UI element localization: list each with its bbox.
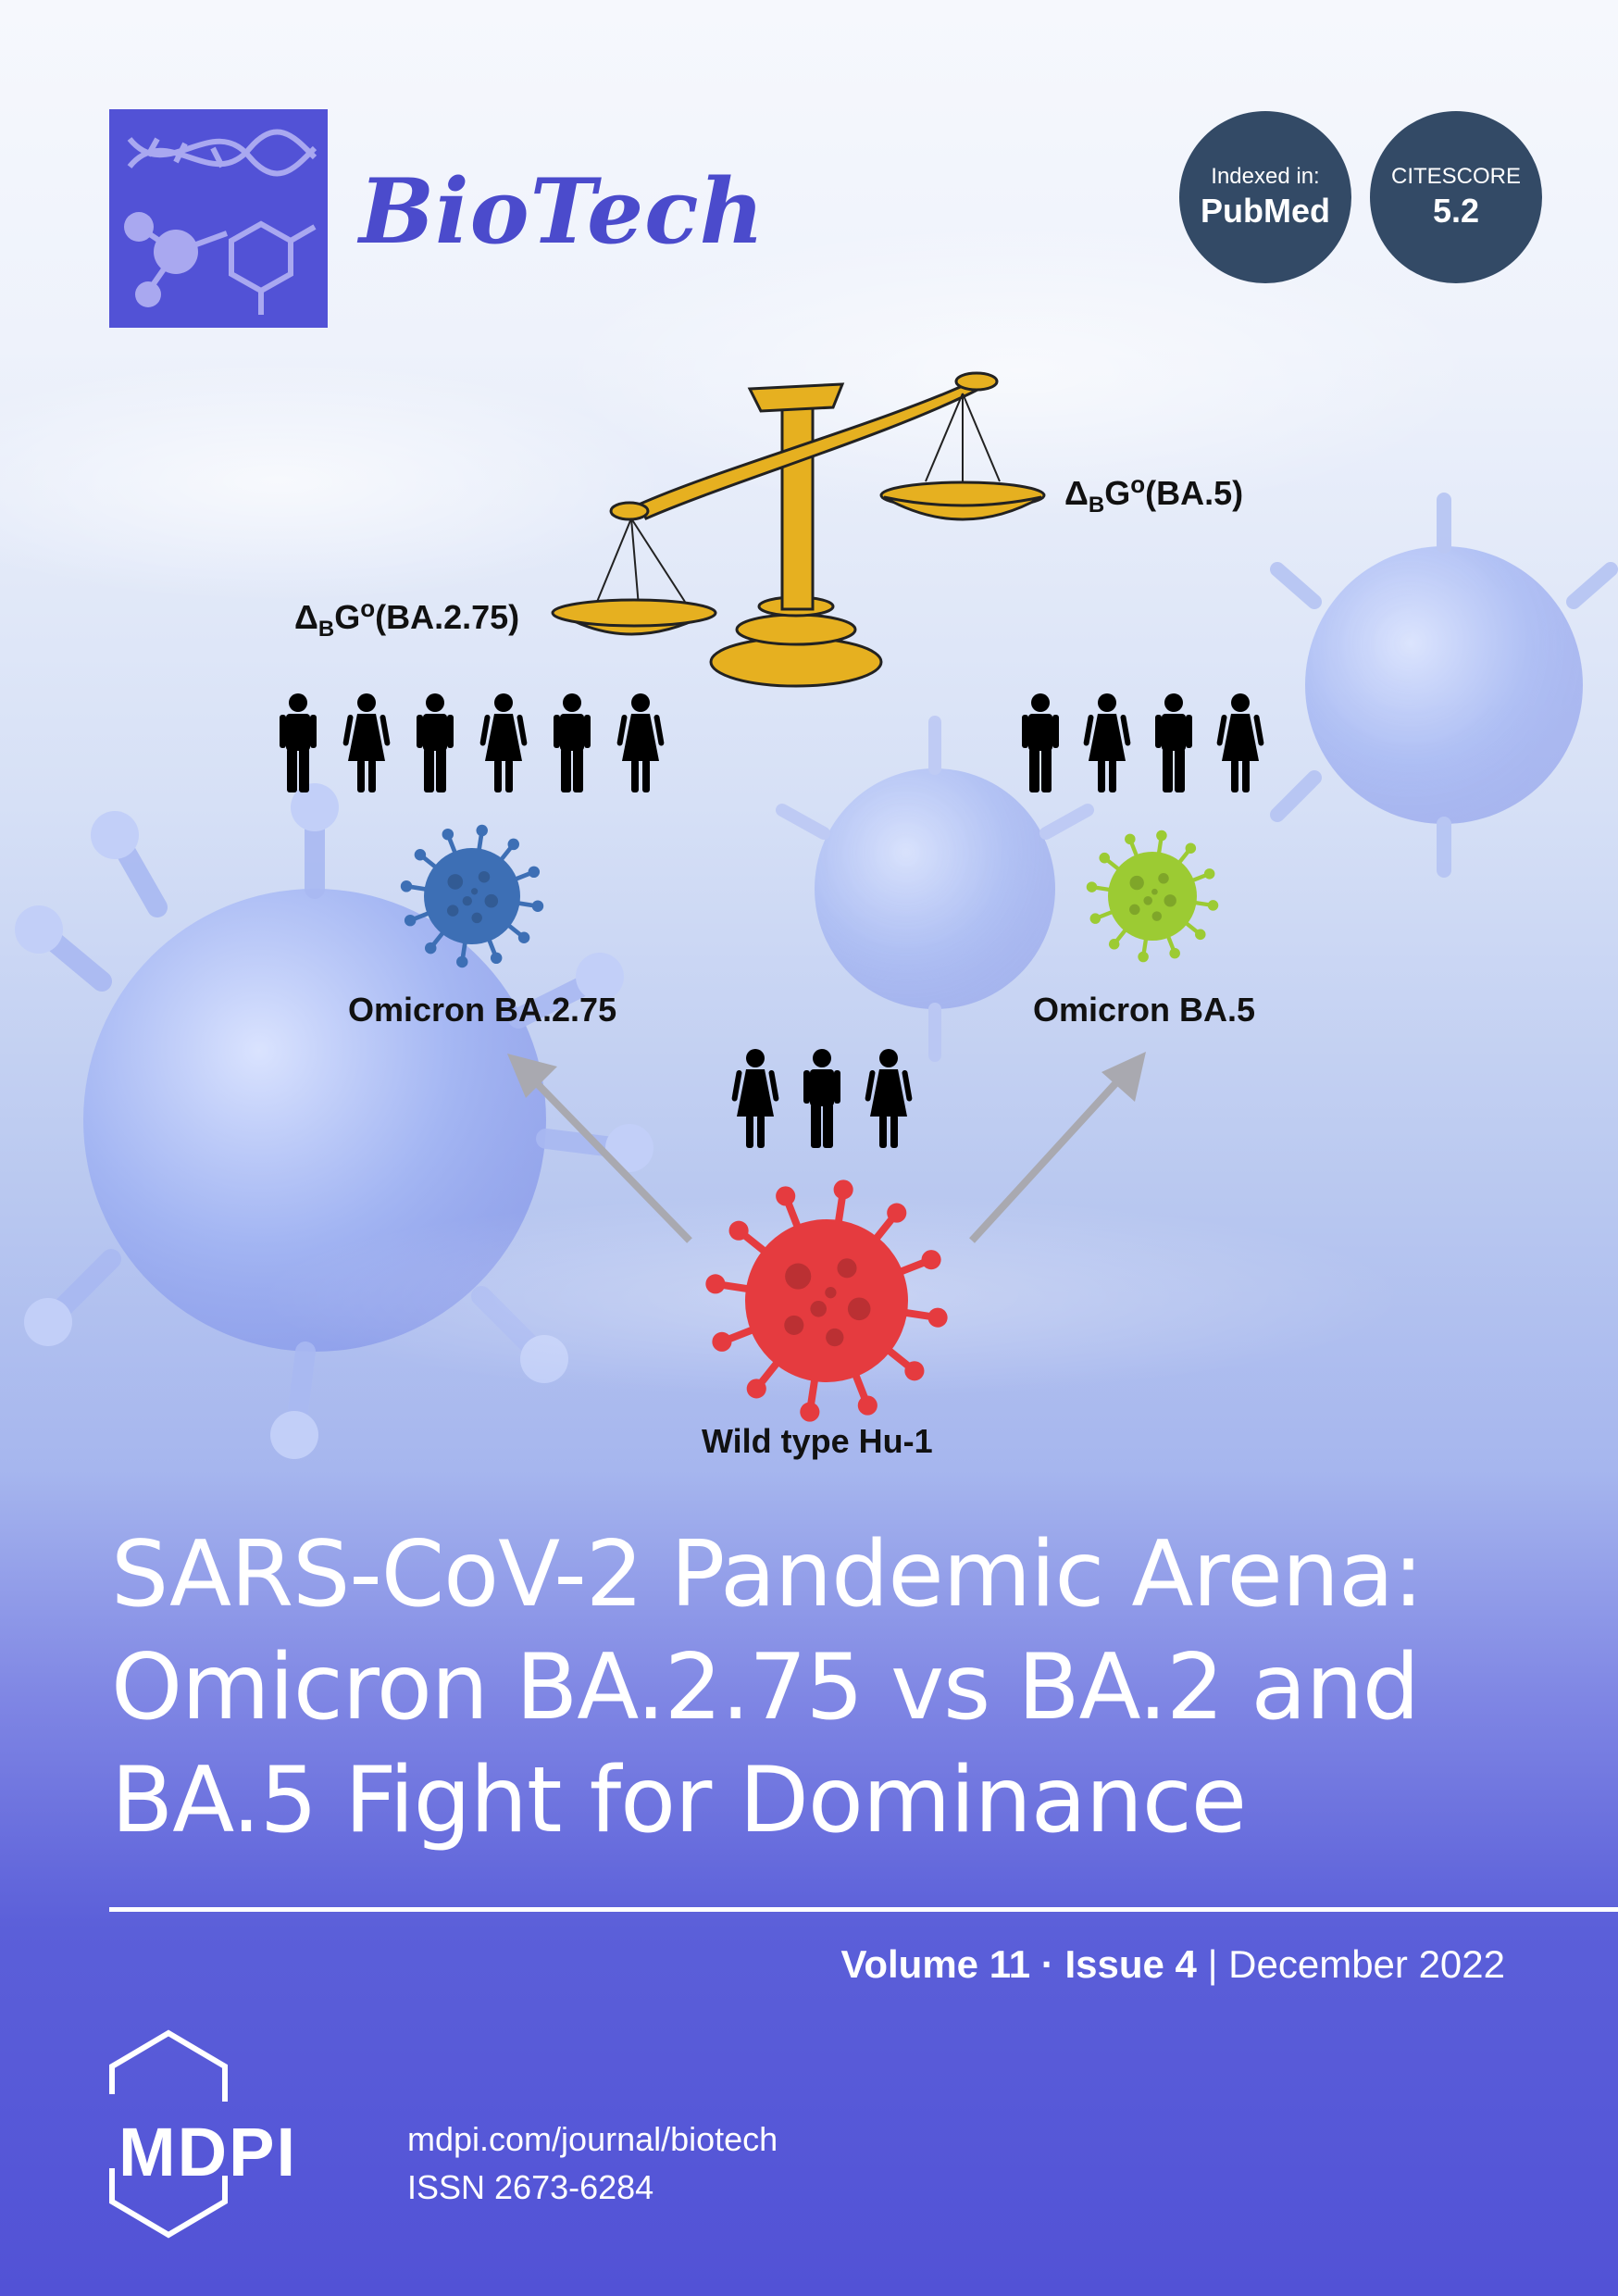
- ba5-energy-label: ΔBGo(BA.5): [1064, 470, 1243, 518]
- issue-separator: ·: [1040, 1942, 1054, 1986]
- delta-symbol: Δ: [294, 598, 318, 636]
- issue-date: December 2022: [1228, 1942, 1505, 1986]
- article-title: SARS-CoV-2 Pandemic Arena: Omicron BA.2.…: [111, 1518, 1555, 1857]
- variant-name: (BA.5): [1145, 474, 1244, 512]
- badge-label: Indexed in:: [1211, 164, 1320, 189]
- wild-type-label: Wild type Hu-1: [702, 1422, 933, 1460]
- journal-issn: ISSN 2673-6284: [407, 2168, 654, 2206]
- virus-ba5-icon: [1086, 830, 1219, 963]
- ba275-energy-label: ΔBGo(BA.2.75): [294, 594, 519, 643]
- virus-ba275-icon: [400, 824, 544, 968]
- arrow-to-ba275: [507, 1054, 692, 1243]
- subscript: B: [317, 617, 335, 643]
- article-title-line: Omicron BA.2.75 vs BA.2 and: [111, 1635, 1420, 1741]
- biotech-logo: [109, 109, 328, 328]
- badge-value: 5.2: [1432, 192, 1480, 230]
- issue-divider: |: [1207, 1942, 1218, 1986]
- citescore-badge: CITESCORE 5.2: [1370, 111, 1542, 283]
- virus-wild-type-icon: [705, 1179, 948, 1422]
- publisher-name: MDPI: [118, 2114, 297, 2190]
- article-title-line: BA.5 Fight for Dominance: [111, 1748, 1247, 1853]
- subscript: B: [1088, 493, 1105, 518]
- superscript: o: [1130, 470, 1146, 498]
- badge-label: CITESCORE: [1390, 164, 1521, 189]
- pubmed-badge: Indexed in: PubMed: [1179, 111, 1351, 283]
- article-title-line: SARS-CoV-2 Pandemic Arena:: [111, 1522, 1424, 1628]
- gibbs-symbol: G: [1104, 474, 1131, 512]
- variant-name: (BA.2.75): [375, 598, 520, 636]
- background-virus-center: [776, 716, 1094, 1062]
- badge-value: PubMed: [1201, 192, 1330, 230]
- issue-number: Issue 4: [1064, 1942, 1197, 1986]
- superscript: o: [360, 594, 376, 622]
- omicron-ba5-label: Omicron BA.5: [1033, 991, 1256, 1029]
- background-virus-right: [1270, 493, 1618, 878]
- journal-url[interactable]: mdpi.com/journal/biotech: [407, 2120, 778, 2158]
- gibbs-symbol: G: [334, 598, 361, 636]
- title-divider: [109, 1907, 1618, 1912]
- balance-scale-icon: [551, 371, 1046, 688]
- arrow-to-ba5: [969, 1052, 1146, 1243]
- omicron-ba275-label: Omicron BA.2.75: [348, 991, 617, 1029]
- volume-number: Volume 11: [840, 1942, 1031, 1986]
- delta-symbol: Δ: [1064, 474, 1089, 512]
- mdpi-logo: [109, 2029, 228, 2239]
- journal-title: BioTech: [359, 159, 765, 264]
- issue-info: Volume 11 · Issue 4 | December 2022: [840, 1942, 1505, 1987]
